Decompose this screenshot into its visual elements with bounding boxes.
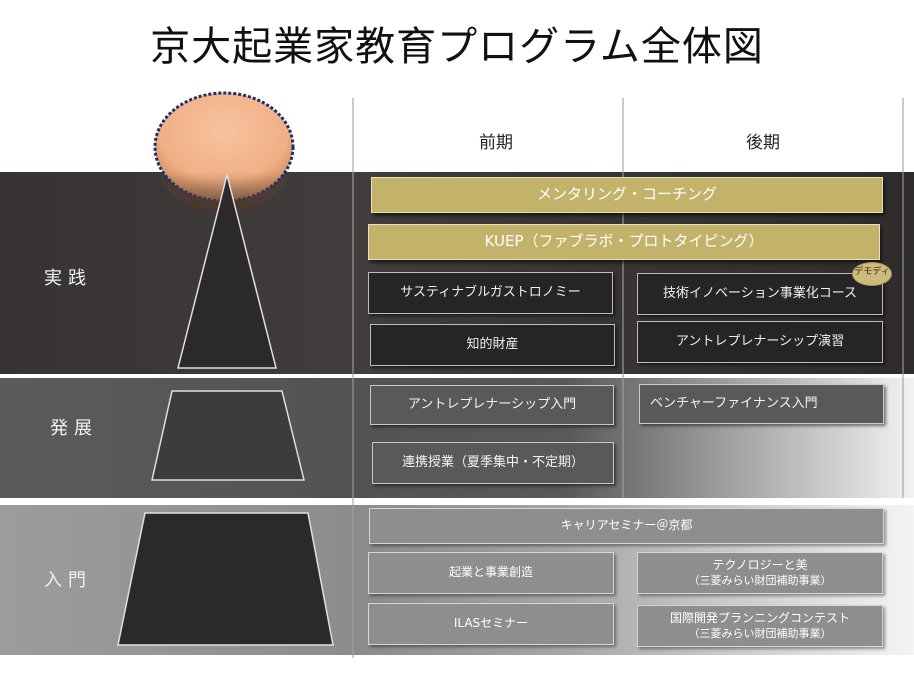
program-career-seminar-kyoto: キャリアセミナー＠京都 <box>369 508 884 544</box>
program-tech-innovation-course: 技術イノベーション事業化コース <box>637 273 883 315</box>
program-intl-development-contest: 国際開発プランニングコンテスト （三菱みらい財団補助事業） <box>637 605 883 647</box>
column-header-late: 後期 <box>746 133 780 153</box>
program-intellectual-property: 知的財産 <box>370 324 615 366</box>
program-mentoring-coaching: メンタリング・コーチング <box>371 177 883 213</box>
column-divider-right <box>902 98 904 498</box>
program-sustainable-gastronomy: サスティナブルガストロノミー <box>368 272 613 314</box>
program-venture-finance-intro: ベンチャーファイナンス入門 <box>639 384 884 424</box>
pyramid-base-intro <box>117 512 334 646</box>
level-label-intro: 入門 <box>44 570 92 591</box>
pyramid-middle-development <box>151 390 305 481</box>
level-label-practice: 実践 <box>44 268 92 289</box>
program-ilas-seminar: ILASセミナー <box>368 603 614 645</box>
program-intl-development-contest-title: 国際開発プランニングコンテスト <box>669 611 850 626</box>
program-technology-and-beauty-title: テクノロジーと美 <box>712 558 808 573</box>
program-technology-and-beauty-sponsor: （三菱みらい財団補助事業） <box>688 573 832 587</box>
demo-day-badge: デモディ <box>852 262 892 286</box>
program-entrepreneurship-exercise: アントレプレナーシップ演習 <box>637 321 883 363</box>
page-title: 京大起業家教育プログラム全体図 <box>150 24 764 70</box>
column-divider-middle <box>622 98 624 498</box>
level-label-development: 発展 <box>50 418 98 439</box>
program-startup-business-creation: 起業と事業創造 <box>368 552 614 594</box>
program-kuep-fablab: KUEP（ファブラボ・プロトタイピング） <box>368 224 880 260</box>
column-header-early: 前期 <box>479 133 513 153</box>
program-collaborative-classes: 連携授業（夏季集中・不定期） <box>372 442 614 484</box>
pyramid-tip-practice <box>177 174 277 369</box>
column-divider-left <box>352 98 354 658</box>
program-entrepreneurship-intro: アントレプレナーシップ入門 <box>370 385 614 425</box>
program-intl-development-contest-sponsor: （三菱みらい財団補助事業） <box>688 626 832 640</box>
program-technology-and-beauty: テクノロジーと美 （三菱みらい財団補助事業） <box>637 552 883 594</box>
